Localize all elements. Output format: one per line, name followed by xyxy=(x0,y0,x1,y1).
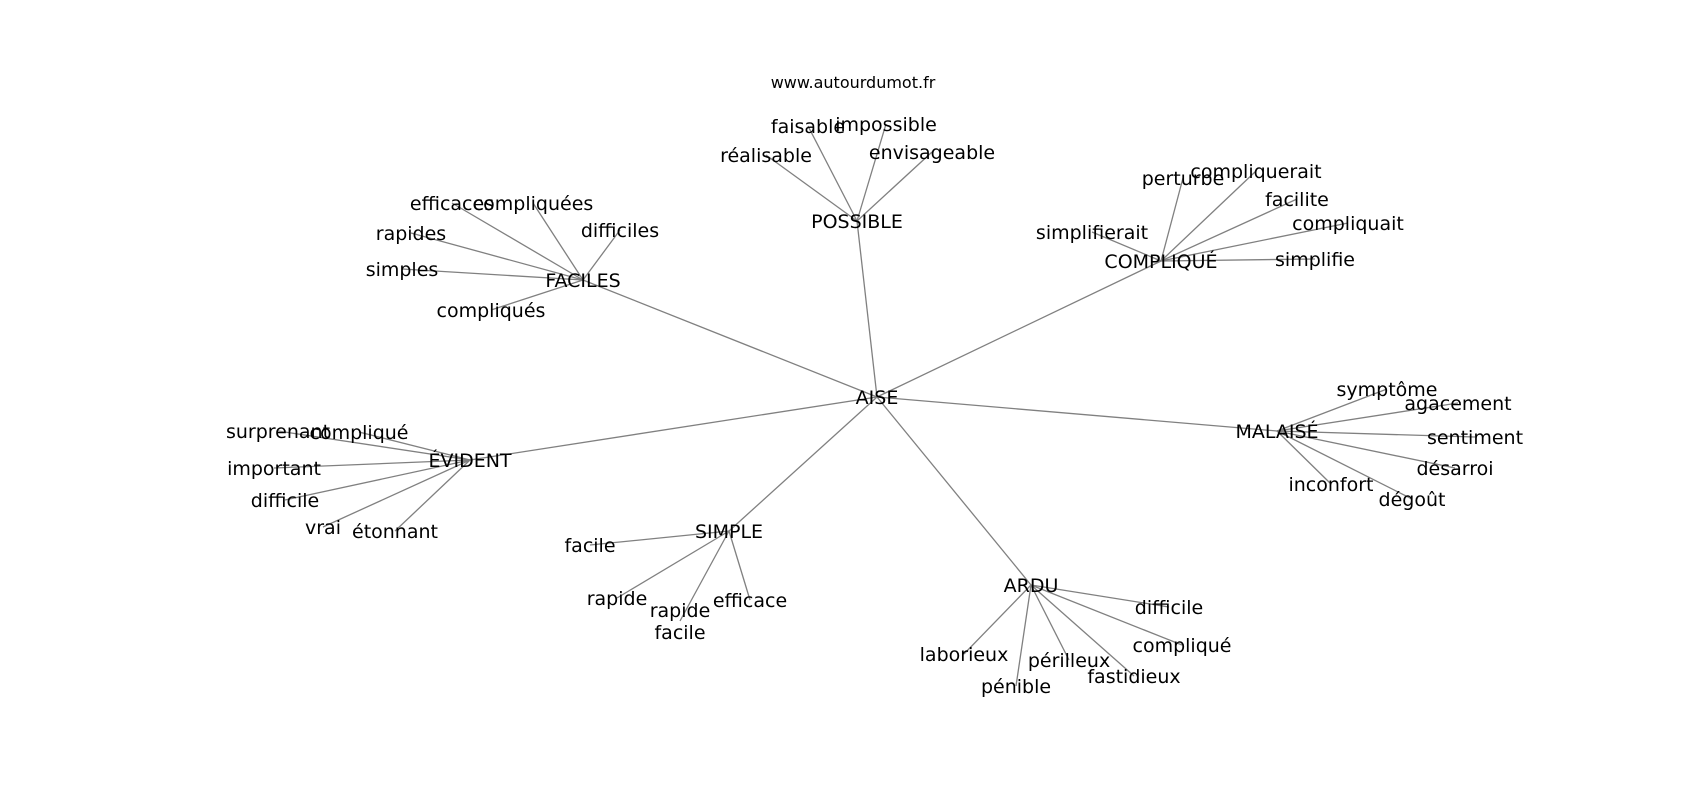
edge-malaise-desarroi xyxy=(1276,430,1456,469)
edge-aise-ardu xyxy=(876,396,1032,586)
node-laborieux: laborieux xyxy=(920,644,1009,666)
node-simplifierait: simplifierait xyxy=(1036,222,1148,244)
edge-possible-faisable xyxy=(807,125,858,222)
node-vrai: vrai xyxy=(305,517,341,539)
edge-faciles-rapides xyxy=(410,232,584,281)
edge-malaise-inconfort xyxy=(1276,430,1332,485)
edge-complique-g-simplifierait xyxy=(1091,231,1162,262)
edges xyxy=(273,123,1476,687)
site-label: www.autourdumot.fr xyxy=(771,73,936,92)
node-penible: pénible xyxy=(981,676,1051,698)
node-compliquait: compliquait xyxy=(1292,213,1404,235)
edge-malaise-symptome xyxy=(1276,388,1388,432)
node-efficaces: efficaces xyxy=(410,193,494,215)
edge-faciles-difficiles xyxy=(582,229,621,281)
edge-simple-rapide-facile xyxy=(679,530,730,622)
edge-evident-surprenant xyxy=(277,430,471,461)
node-fastidieux: fastidieux xyxy=(1087,666,1180,688)
edge-simple-rapide-s xyxy=(616,530,730,599)
node-desarroi: désarroi xyxy=(1416,458,1493,480)
node-rapide-s: rapide xyxy=(587,588,648,610)
node-complique-g: COMPLIQUÉ xyxy=(1104,250,1217,273)
edge-faciles-efficaces xyxy=(451,202,584,281)
node-degout: dégoût xyxy=(1379,489,1446,511)
edge-possible-envisageable xyxy=(856,151,933,222)
edge-aise-malaise xyxy=(876,396,1278,432)
node-complique-e: compliqué xyxy=(310,422,409,444)
node-simple: SIMPLE xyxy=(695,521,763,543)
edge-complique-g-compliquerait xyxy=(1160,170,1257,262)
edge-simple-efficace xyxy=(728,530,751,601)
node-inconfort: inconfort xyxy=(1288,474,1373,496)
node-compliques: compliqués xyxy=(437,300,546,322)
node-rapides: rapides xyxy=(376,223,446,245)
edge-evident-difficile-e xyxy=(284,459,471,501)
node-surprenant: surprenant xyxy=(226,421,330,443)
edge-complique-g-perturbe xyxy=(1160,177,1184,262)
node-simplifie: simplifie xyxy=(1275,249,1355,271)
node-symptome: symptôme xyxy=(1337,379,1438,401)
node-compliquerait: compliquerait xyxy=(1190,161,1321,183)
edge-evident-vrai xyxy=(322,459,471,528)
node-efficace: efficace xyxy=(713,590,787,612)
edge-aise-possible xyxy=(856,220,878,398)
node-difficile-e: difficile xyxy=(251,490,319,512)
edge-ardu-fastidieux xyxy=(1030,584,1135,677)
edge-complique-g-simplifie xyxy=(1160,258,1316,262)
edge-ardu-difficile-a xyxy=(1030,584,1170,608)
node-ardu: ARDU xyxy=(1004,575,1059,597)
edge-aise-complique-g xyxy=(876,260,1162,398)
edge-evident-complique-e xyxy=(358,431,471,461)
edge-faciles-compliquees xyxy=(532,202,584,281)
node-impossible: impossible xyxy=(835,114,937,136)
edge-ardu-laborieux xyxy=(963,584,1032,655)
node-realisable: réalisable xyxy=(720,145,812,167)
node-etonnant: étonnant xyxy=(352,521,438,543)
node-evident: ÉVIDENT xyxy=(428,449,511,472)
edge-malaise-degout xyxy=(1276,430,1413,500)
edge-possible-impossible xyxy=(856,123,887,222)
edge-ardu-penible xyxy=(1015,584,1032,687)
edge-possible-realisable xyxy=(765,154,858,222)
node-faciles: FACILES xyxy=(545,270,620,292)
node-difficiles: difficiles xyxy=(581,220,659,242)
edge-ardu-complique-a xyxy=(1030,584,1183,646)
node-malaise: MALAISÉ xyxy=(1235,420,1318,443)
node-aise: AISE xyxy=(856,387,899,409)
node-sentiment: sentiment xyxy=(1427,427,1523,449)
edge-faciles-simples xyxy=(401,268,584,281)
node-agacement: agacement xyxy=(1404,393,1511,415)
edge-malaise-sentiment xyxy=(1276,430,1476,438)
node-simples: simples xyxy=(366,259,439,281)
node-faisable: faisable xyxy=(771,116,845,138)
edge-simple-facile-s xyxy=(589,530,730,546)
edge-aise-evident xyxy=(469,396,878,461)
edge-evident-important xyxy=(273,459,471,469)
node-complique-a: compliqué xyxy=(1133,635,1232,657)
edge-aise-faciles xyxy=(582,279,878,398)
edge-aise-simple xyxy=(728,396,878,532)
edge-complique-g-compliquait xyxy=(1160,222,1349,262)
edge-malaise-agacement xyxy=(1276,402,1459,432)
node-facile-s: facile xyxy=(564,535,615,557)
node-important: important xyxy=(227,458,321,480)
edge-evident-etonnant xyxy=(394,459,471,532)
node-perturbe: perturbe xyxy=(1142,168,1225,190)
edge-faciles-compliques xyxy=(490,279,584,311)
node-difficile-a: difficile xyxy=(1135,597,1203,619)
node-facilite: facilite xyxy=(1265,189,1329,211)
edge-complique-g-facilite xyxy=(1160,198,1298,262)
node-envisageable: envisageable xyxy=(869,142,995,164)
node-compliquees: compliquées xyxy=(473,193,594,215)
node-possible: POSSIBLE xyxy=(811,211,903,233)
node-perilleux: périlleux xyxy=(1028,650,1110,672)
edge-ardu-perilleux xyxy=(1030,584,1070,661)
